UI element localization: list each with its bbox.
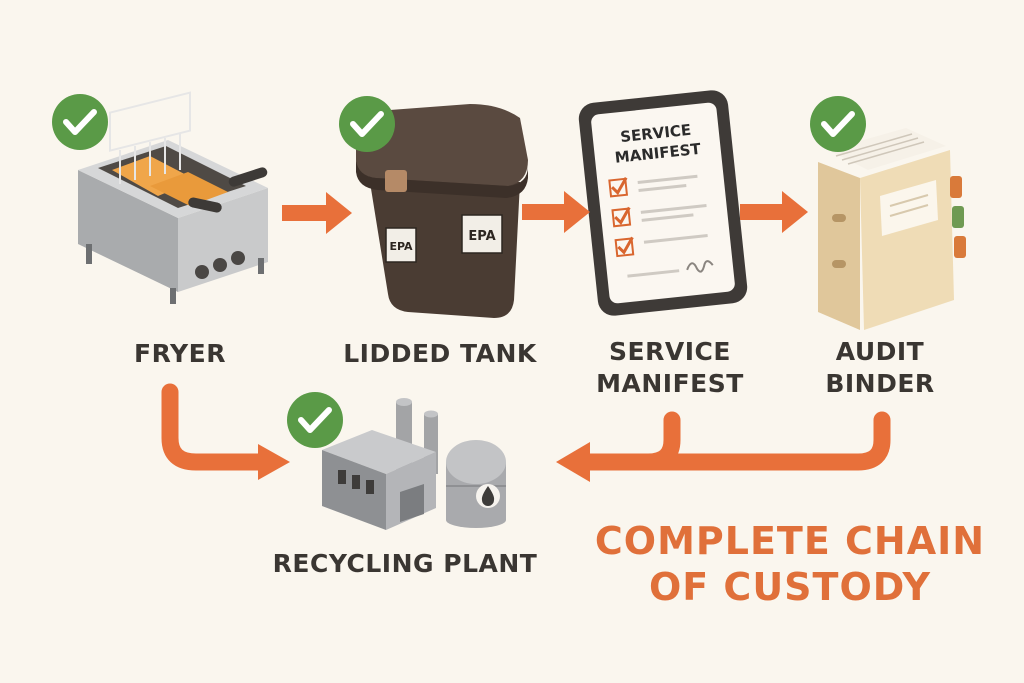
tagline-line2: OF CUSTODY — [648, 565, 932, 609]
arrowhead-return — [556, 442, 590, 482]
check-badge-fryer — [52, 94, 108, 150]
label-audit-binder-line2: BINDER — [825, 369, 935, 398]
label-lidded-tank: LIDDED TANK — [343, 339, 537, 368]
fryer-icon — [78, 91, 268, 304]
tank-icon: EPA EPA — [356, 104, 528, 318]
arrow-tank-to-manifest — [522, 191, 590, 233]
tank-tag-right: EPA — [468, 229, 495, 244]
arrow-manifest-to-binder — [740, 191, 808, 233]
tagline-line1: COMPLETE CHAIN — [594, 519, 986, 563]
tank-tag-left: EPA — [389, 240, 413, 253]
arrowhead-to-plant — [258, 444, 290, 480]
check-badge-tank — [339, 96, 395, 152]
label-recycling-plant: RECYCLING PLANT — [272, 549, 538, 578]
checklist — [608, 174, 714, 278]
arrow-manifest-branch — [639, 411, 681, 471]
check-badge-plant — [287, 392, 343, 448]
factory-icon — [322, 398, 506, 530]
binder-icon — [818, 128, 966, 330]
arrow-fryer-to-plant — [161, 383, 271, 471]
check-badge-binder — [810, 96, 866, 152]
label-audit-binder-line1: AUDIT — [835, 337, 925, 366]
label-fryer: FRYER — [134, 339, 226, 368]
arrow-binder-return — [575, 411, 891, 471]
label-service-manifest-line1: SERVICE — [609, 337, 731, 366]
tablet-icon: SERVICE MANIFEST — [578, 90, 748, 316]
label-service-manifest-line2: MANIFEST — [596, 369, 744, 398]
arrow-fryer-to-tank — [282, 192, 352, 234]
